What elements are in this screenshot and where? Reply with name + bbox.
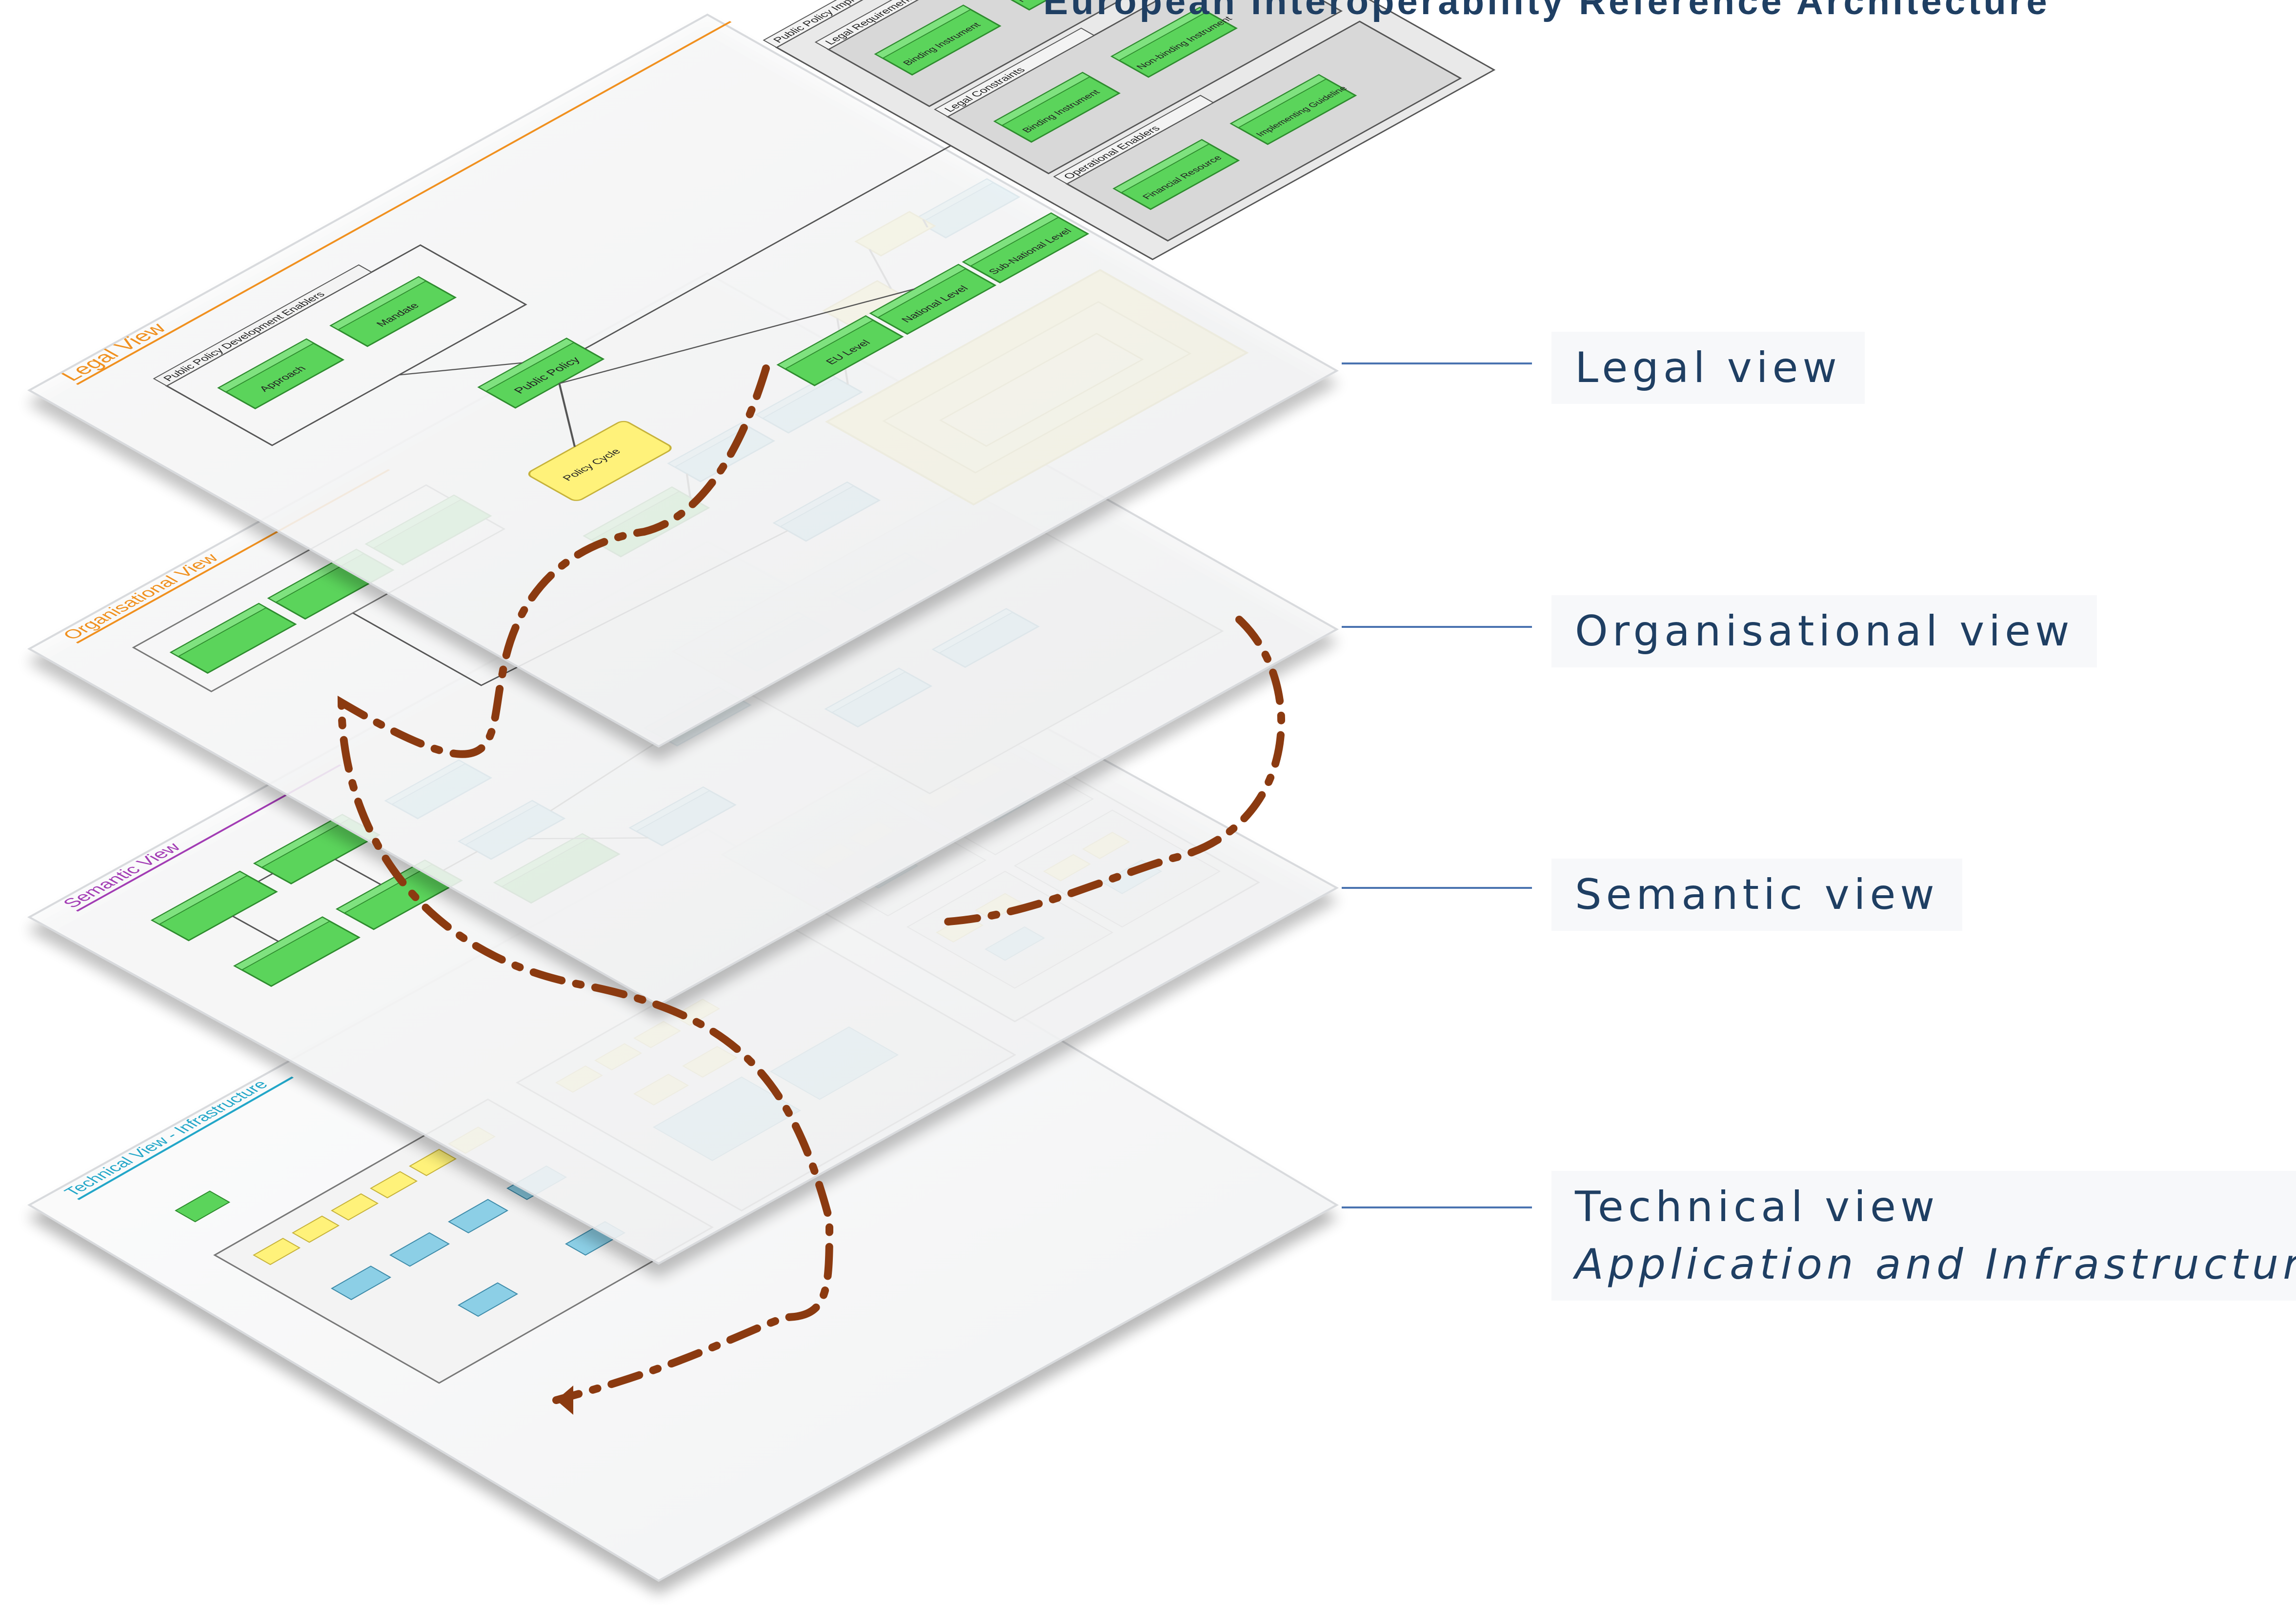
- semantic-view-label-text: Semantic view: [1575, 870, 1939, 919]
- semantic-view-label: Semantic view: [1551, 859, 1962, 931]
- cross-layer-connector-right: [938, 616, 1286, 926]
- technical-view-label-text: Technical view: [1575, 1183, 1939, 1231]
- page-title: European Interoperability Reference Arch…: [1043, 0, 2050, 22]
- technical-view-label: Technical view Application and Infrastru…: [1551, 1171, 2296, 1301]
- leader-lines: [1342, 362, 1532, 1208]
- organisational-view-label-text: Organisational view: [1575, 607, 2074, 656]
- legal-view-label: Legal view: [1551, 332, 1865, 404]
- technical-view-sublabel: Application and Infrastructure: [1575, 1240, 2296, 1289]
- legal-layer: [27, 13, 1339, 748]
- legal-view-label-text: Legal view: [1575, 343, 1841, 392]
- connector-arrowhead: [556, 1386, 573, 1415]
- cross-layer-connector: [337, 364, 834, 1404]
- organisational-view-label: Organisational view: [1551, 595, 2097, 667]
